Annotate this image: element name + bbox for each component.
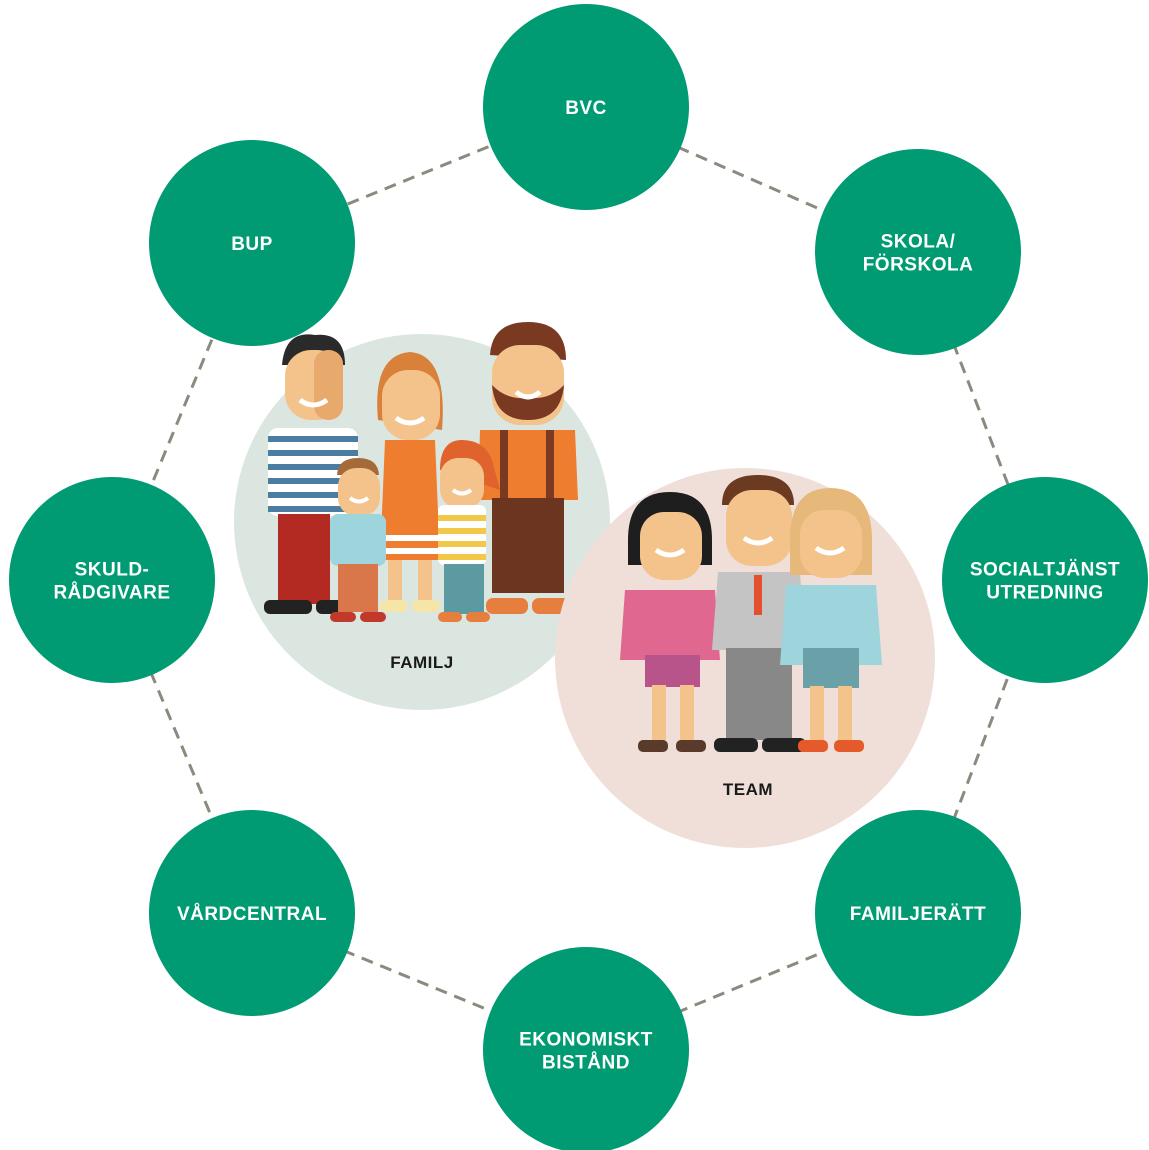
node-circle (815, 149, 1021, 355)
node-circle (942, 477, 1148, 683)
node-label: BUP (231, 234, 273, 255)
team-group: TEAM (555, 468, 935, 848)
person-team-woman-left (620, 492, 720, 752)
family-illustration (264, 322, 578, 622)
person-boy (330, 458, 386, 622)
node-label: FÖRSKOLA (863, 255, 974, 276)
node-label: SOCIALTJÄNST (970, 560, 1120, 581)
node-circle (149, 140, 355, 346)
node-skuld: SKULD-RÅDGIVARE (9, 477, 215, 683)
node-circle (815, 810, 1021, 1016)
node-circle (149, 810, 355, 1016)
person-father-left (264, 334, 358, 614)
node-label: EKONOMISKT (519, 1030, 653, 1051)
node-bvc: BVC (483, 4, 689, 210)
person-mother (377, 352, 443, 612)
person-father-bearded (478, 322, 578, 614)
node-circle (9, 477, 215, 683)
node-circle (483, 947, 689, 1150)
person-team-man (712, 475, 806, 752)
family-label: FAMILJ (390, 653, 453, 672)
node-label: FAMILJERÄTT (850, 904, 986, 925)
node-skola: SKOLA/FÖRSKOLA (815, 149, 1021, 355)
node-label: UTREDNING (986, 583, 1103, 604)
node-label: BVC (565, 98, 607, 119)
node-label: VÅRDCENTRAL (177, 904, 327, 925)
node-bup: BUP (149, 140, 355, 346)
node-label: BISTÅND (542, 1053, 630, 1074)
node-label: RÅDGIVARE (53, 583, 170, 604)
team-illustration (620, 475, 882, 752)
node-familjeratt: FAMILJERÄTT (815, 810, 1021, 1016)
person-girl (438, 440, 500, 622)
node-circle (483, 4, 689, 210)
team-label: TEAM (723, 780, 773, 799)
node-label: SKULD- (75, 560, 150, 581)
person-team-woman-right (780, 488, 882, 752)
node-vardcentral: VÅRDCENTRAL (149, 810, 355, 1016)
node-label: SKOLA/ (881, 232, 956, 253)
family-group: FAMILJ (234, 322, 610, 710)
